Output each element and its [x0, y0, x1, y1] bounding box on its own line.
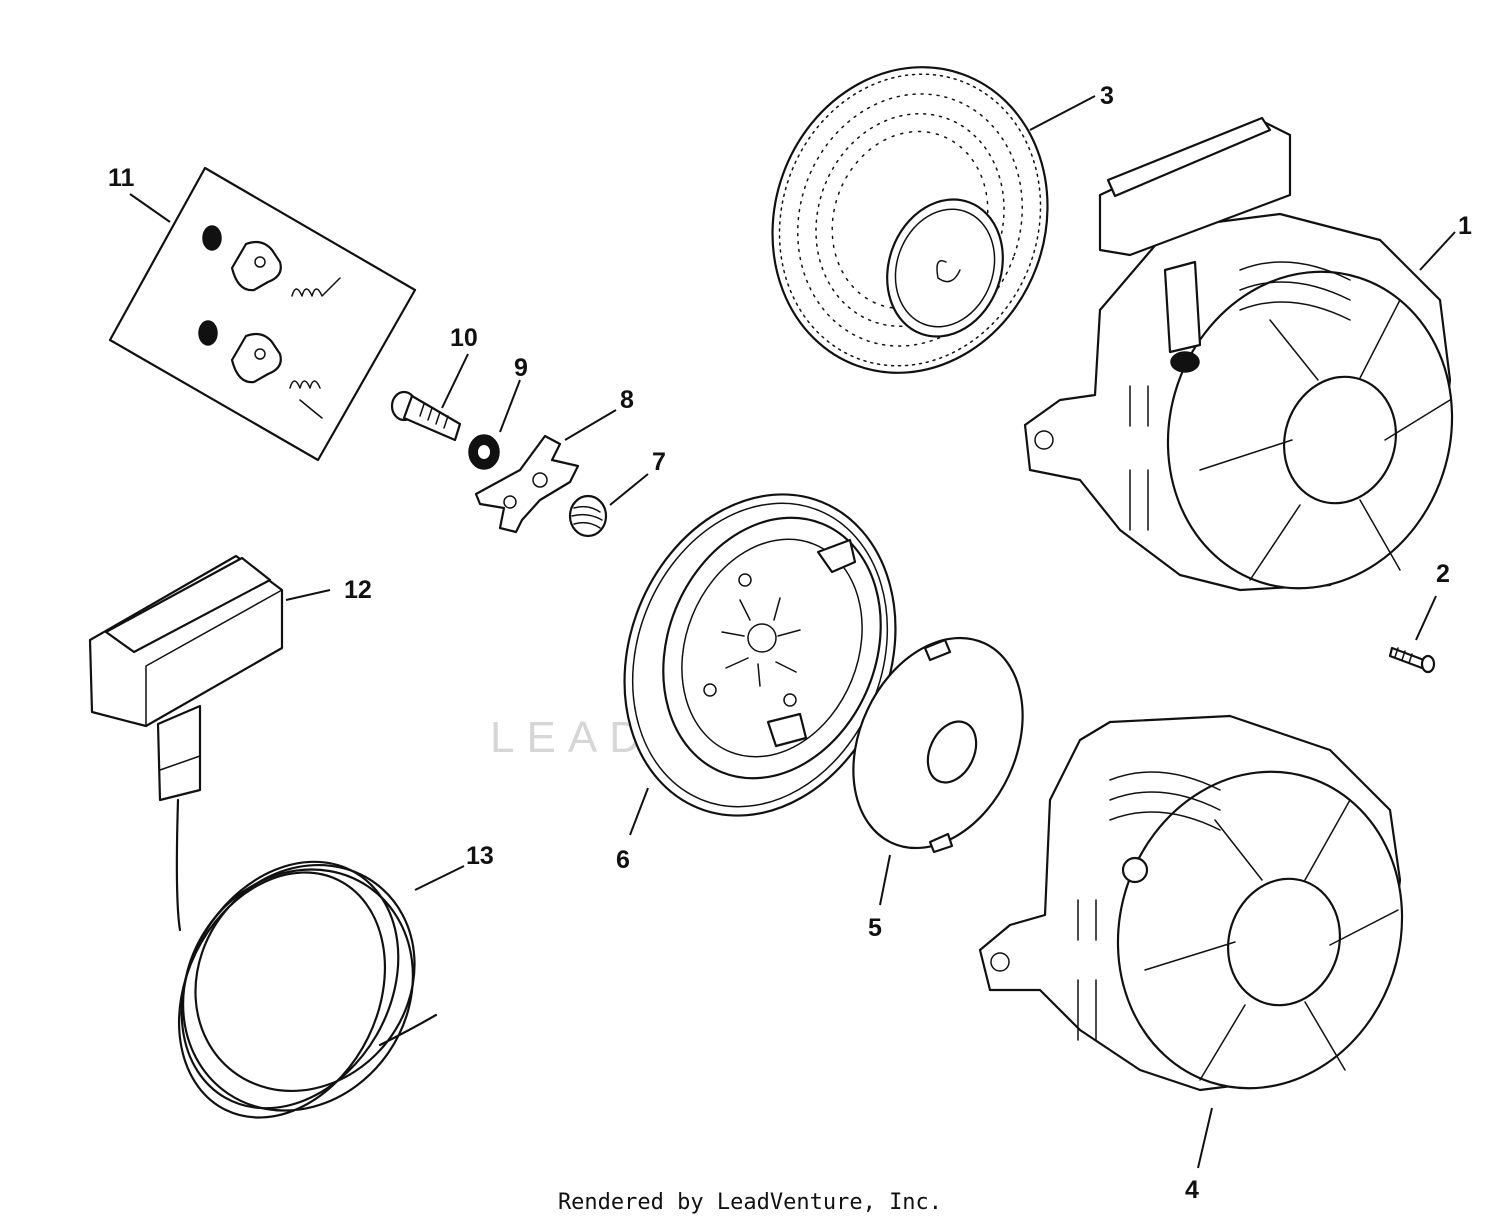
- part-9-washer[interactable]: [468, 434, 500, 470]
- callout-8: 8: [620, 386, 634, 414]
- part-2-screw[interactable]: [1388, 646, 1436, 674]
- part-1-starter-housing[interactable]: [1023, 116, 1493, 625]
- callout-4: 4: [1185, 1176, 1199, 1204]
- part-11-pawl-kit[interactable]: [108, 166, 417, 462]
- callout-9: 9: [514, 354, 528, 382]
- leader-lines: [129, 95, 1456, 1169]
- callout-6: 6: [616, 846, 630, 874]
- part-4-starter-housing[interactable]: [978, 714, 1443, 1125]
- callout-labels: 1 2 3 4 5 6 7 8 9 10 11 12 13: [108, 82, 1472, 1204]
- part-5-cam-disc[interactable]: [821, 610, 1055, 875]
- part-7-spring[interactable]: [568, 494, 608, 538]
- callout-12: 12: [344, 576, 372, 604]
- callout-10: 10: [450, 324, 478, 352]
- callout-5: 5: [868, 914, 882, 942]
- part-12-starter-handle[interactable]: [88, 554, 284, 802]
- callout-13: 13: [466, 842, 494, 870]
- callout-1: 1: [1458, 212, 1472, 240]
- part-8-retainer-plate[interactable]: [474, 434, 580, 534]
- part-10-bolt[interactable]: [390, 390, 462, 442]
- part-3-recoil-spring[interactable]: [730, 28, 1090, 412]
- part-13-starter-rope[interactable]: [137, 798, 460, 1155]
- callout-3: 3: [1100, 82, 1114, 110]
- callout-7: 7: [652, 448, 666, 476]
- callout-11: 11: [108, 164, 135, 192]
- callout-2: 2: [1436, 560, 1450, 588]
- footer-credit: Rendered by LeadVenture, Inc.: [557, 1190, 943, 1215]
- part-6-pulley[interactable]: [578, 453, 943, 856]
